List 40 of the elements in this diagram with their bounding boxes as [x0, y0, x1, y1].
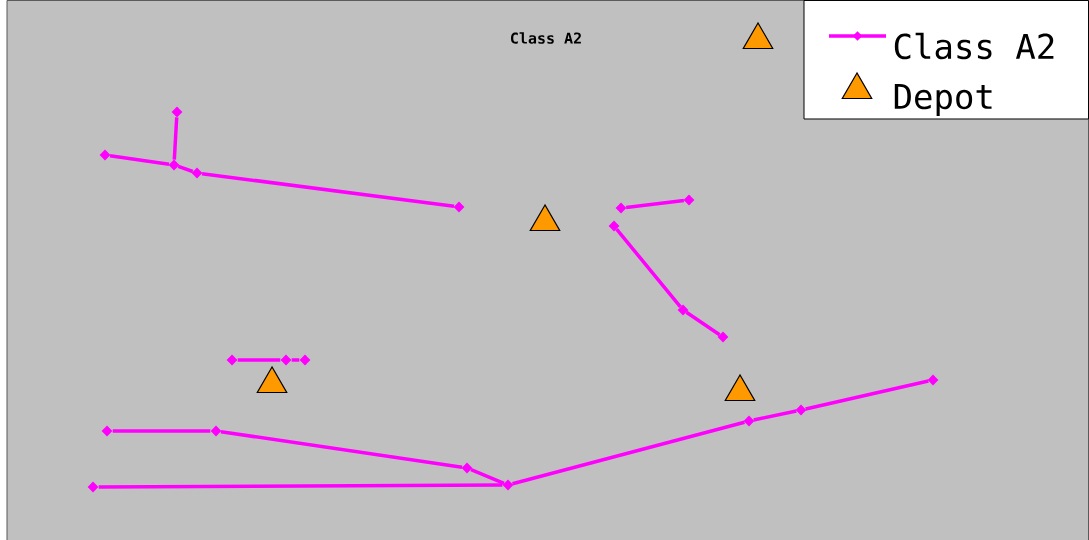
- legend-label: Depot: [894, 84, 992, 116]
- connector-line: [109, 154, 170, 166]
- marker-diamond: [502, 479, 514, 491]
- marker-diamond: [280, 354, 292, 366]
- marker-diamond: [168, 159, 180, 171]
- marker-diamond: [927, 374, 939, 386]
- marker-diamond: [191, 167, 203, 179]
- connector-line: [220, 430, 463, 469]
- marker-diamond: [171, 106, 183, 118]
- connector-line: [172, 117, 179, 160]
- connector-line: [112, 429, 211, 433]
- connector-line: [805, 379, 929, 411]
- marker-diamond: [683, 194, 695, 206]
- connector-line: [98, 483, 503, 489]
- marker-diamond: [210, 425, 222, 437]
- connector-line: [753, 409, 797, 422]
- legend-label: Class A2: [894, 32, 1054, 60]
- marker-diamond: [453, 201, 465, 213]
- marker-diamond: [461, 462, 473, 474]
- marker-diamond: [743, 415, 755, 427]
- connector-line: [177, 164, 194, 174]
- marker-diamond: [615, 202, 627, 214]
- marker-diamond: [226, 354, 238, 366]
- connector-line: [201, 171, 455, 209]
- connector-line: [237, 358, 281, 362]
- marker-diamond: [299, 354, 311, 366]
- connector-line: [512, 420, 745, 486]
- connector-line: [625, 198, 685, 210]
- marker-diamond: [717, 331, 729, 343]
- marker-diamond: [677, 304, 689, 316]
- connector-line: [291, 358, 300, 362]
- chart-title: Class A2: [511, 32, 581, 44]
- marker-diamond: [99, 149, 111, 161]
- marker-diamond: [87, 481, 99, 493]
- connector-line: [685, 310, 721, 337]
- connector-line: [615, 228, 682, 308]
- marker-diamond: [795, 404, 807, 416]
- connector-line: [470, 468, 505, 485]
- marker-diamond: [101, 425, 113, 437]
- marker-diamond: [608, 220, 620, 232]
